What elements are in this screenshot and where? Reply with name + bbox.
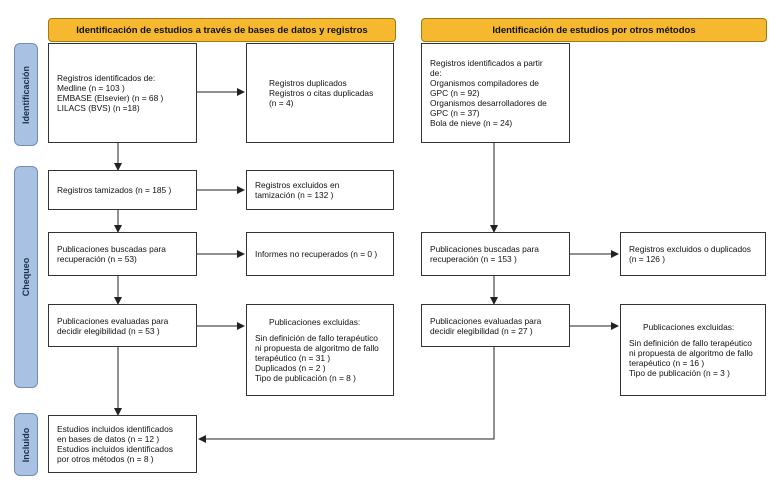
box-excluidos-duplicados: Registros excluidos o duplicados(n = 126… xyxy=(620,232,766,276)
box-registros-bases-datos: Registros identificados de:Medline (n = … xyxy=(48,43,197,143)
box-excluidas-bases-datos: Publicaciones excluidas: Sin definición d… xyxy=(246,304,394,396)
box-text-line: Bola de nieve (n = 24) xyxy=(430,118,513,128)
box-text-line: Publicaciones evaluadas para xyxy=(430,315,542,326)
stage-incluido: Incluido xyxy=(14,413,38,476)
box-text-line: Sin definición de fallo terapéutico xyxy=(255,333,378,343)
box-text-line: Tipo de publicación (n = 3 ) xyxy=(629,368,730,378)
box-text-line: Organismos desarrolladores de xyxy=(430,98,547,108)
box-text-line: Registros identificados a partir xyxy=(430,58,543,68)
box-text-line: Publicaciones excluidas: xyxy=(643,322,735,332)
box-text-line: tamización (n = 132 ) xyxy=(255,190,334,200)
box-text-line: Registros o citas duplicadas xyxy=(269,88,374,98)
box-text-line: Estudios incluidos identificados xyxy=(57,444,173,454)
box-no-recuperados: Informes no recuperados (n = 0 ) xyxy=(246,232,394,276)
box-text-line: Publicaciones buscadas para xyxy=(430,244,539,254)
box-text-line: Medline (n = 103 ) xyxy=(57,83,125,93)
box-text-line: Publicaciones buscadas para xyxy=(57,244,166,254)
box-text-line: Sin definición de fallo terapéutico xyxy=(629,338,752,348)
header-other-methods: Identificación de estudios por otros mét… xyxy=(421,18,767,42)
box-text-line: decidir elegibilidad (n = 53 ) xyxy=(57,325,160,336)
box-text-line: ni propuesta de algoritmo de fallo xyxy=(629,348,753,358)
box-registros-tamizados: Registros tamizados (n = 185 ) xyxy=(48,170,197,210)
box-text-line: por otros métodos (n = 8 ) xyxy=(57,454,154,464)
box-text-line: Registros identificados de: xyxy=(57,73,156,83)
box-text-line: Tipo de publicación (n = 8 ) xyxy=(255,373,356,383)
box-text-line: Duplicados (n = 2 ) xyxy=(255,363,326,373)
stage-identificacion: Identificación xyxy=(14,43,38,146)
box-text-line: terapéutico (n = 16 ) xyxy=(629,358,705,368)
box-text-line: de: xyxy=(430,68,442,78)
box-text-line: GPC (n = 37) xyxy=(430,108,480,118)
box-text-line: GPC (n = 92) xyxy=(430,88,480,98)
box-text-line: recuperación (n = 153 ) xyxy=(430,254,517,264)
box-text-line: recuperación (n = 53) xyxy=(57,254,137,264)
box-text-line: Registros tamizados (n = 185 ) xyxy=(57,185,172,195)
box-text-line: Registros excluidos o duplicados xyxy=(629,244,751,254)
box-text-line: (n = 4) xyxy=(269,98,294,108)
box-text-line: Publicaciones evaluadas para xyxy=(57,315,169,326)
box-text-line: Publicaciones excluidas: xyxy=(269,317,361,327)
box-text-line: ni propuesta de algoritmo de fallo xyxy=(255,343,379,353)
box-text-line: Estudios incluidos identificados xyxy=(57,424,173,434)
box-text-line: en bases de datos (n = 12 ) xyxy=(57,434,160,444)
box-text-line: LILACS (BVS) (n =18) xyxy=(57,103,140,113)
arrow-evaluadas-otros-to-incluidos xyxy=(198,347,495,443)
box-text-line: (n = 126 ) xyxy=(629,254,666,264)
stage-chequeo: Chequeo xyxy=(14,166,38,388)
box-text-line: EMBASE (Elsevier) (n = 68 ) xyxy=(57,93,164,103)
box-text-line: Registros excluidos en xyxy=(255,180,340,190)
box-text-line: Organismos compiladores de xyxy=(430,78,539,88)
box-text-line: Registros duplicados xyxy=(269,78,347,88)
box-text-line: terapéutico (n = 31 ) xyxy=(255,353,331,363)
header-databases: Identificación de estudios a través de b… xyxy=(48,18,396,42)
box-text-line: Informes no recuperados (n = 0 ) xyxy=(255,249,378,259)
box-text-line: decidir elegibilidad (n = 27 ) xyxy=(430,325,533,336)
box-excluidas-otros: Publicaciones excluidas: Sin definición d… xyxy=(620,304,766,396)
